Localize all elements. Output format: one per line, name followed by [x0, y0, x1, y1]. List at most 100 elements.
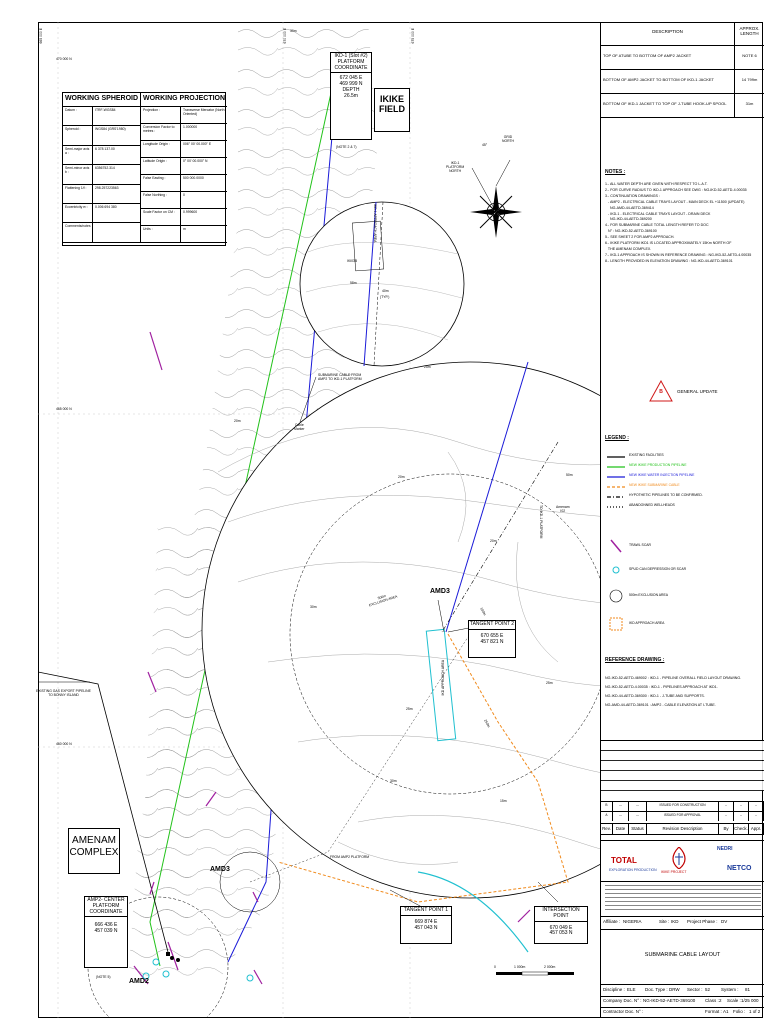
spheroid-row-label: Spheroid : [63, 126, 93, 146]
legend-symbol-label: IKD APPROACH AREA [629, 621, 665, 625]
revision-header-cell: Revision Description [647, 823, 719, 835]
submarine-cable-ikd1-label: SUBMARINE CABLE FROM AMP2 TO IKD-1 PLATF… [318, 373, 362, 381]
projection-row-label: False Northing : [141, 192, 181, 209]
trawl-scar-icon [610, 539, 622, 553]
ikd1-coordinate-box: IKD-1 (Slot #2) PLATFORM COORDINATE 672 … [330, 52, 372, 140]
existing-export-pipeline [38, 671, 169, 953]
northing-label-1: 470 000 N [56, 57, 72, 61]
revision-header-cell: By [719, 823, 734, 835]
amenam-complex-marks [166, 952, 180, 962]
system-value: 81 [745, 987, 751, 992]
class-label: Class : [705, 998, 719, 1003]
reference-item: NG-IKD-52-AETD-4.00035 : IKD-1 - PIPELIN… [605, 685, 718, 689]
revision-cell: -- [749, 811, 764, 821]
reference-item: NG-IKD-52-AETD-469002 : IKD-1 - PIPELINE… [605, 676, 742, 680]
legend-symbol-label: TRAWL SCAR [629, 543, 651, 547]
copyright-text [605, 882, 761, 912]
revision-cell: --- [613, 801, 629, 811]
amd3-detail-label: AMD3 [430, 588, 450, 595]
amd3-main-label: AMD3 [210, 866, 230, 873]
scale-label: Scale : [727, 998, 741, 1003]
spheroid-row-value [93, 223, 141, 243]
legend-line-swatch [607, 506, 625, 508]
length-row-desc: BOTTOM OF AMP2 JACKET TO BOTTOM OF IKD-1… [601, 70, 735, 94]
amp2-easting: 666 436 E [94, 922, 118, 929]
legend-line-swatch [607, 486, 625, 488]
reference-item: NG-AMD-44-AETD-369101 : AMP2 - CABLE ELE… [605, 703, 716, 707]
easting-label-3: 675 000 E [411, 28, 415, 44]
tangent-point-1-box: TANGENT POINT 1 669 874 E 457 043 N [400, 906, 452, 944]
spud-can-icon [612, 566, 620, 574]
format-label: Format : [705, 1009, 722, 1014]
note-item: 3.- CONTINUATION DRAWINGS : [605, 193, 660, 198]
depth-label: 20m [398, 475, 405, 479]
spheroid-row-label: Flattening 1/f : [63, 184, 93, 204]
revision-cell: -- [719, 811, 734, 821]
projection-row-label: False Easting : [141, 175, 181, 192]
amenam-complex-label: AMENAM COMPLEX [68, 828, 120, 874]
site-label: Site : [659, 919, 670, 924]
revision-cell: A [601, 811, 613, 821]
revision-header-cell: Status [629, 823, 647, 835]
revision-header-cell: Date [613, 823, 629, 835]
contractor-doc-label: Contractor Doc. N° : [603, 1009, 644, 1014]
tp2-northing: 457 821 N [480, 638, 504, 645]
approach-area-icon [609, 617, 623, 631]
revision-cell: ISSUED FOR CONSTRUCTION [647, 801, 719, 811]
spheroid-row-value: 0.006 694 380 [93, 204, 141, 224]
document-title: SUBMARINE CABLE LAYOUT [644, 952, 721, 958]
legend-line-label: HYPOTHETIC PIPELINES TO BE CONFIRMED. [629, 493, 703, 497]
depth-label: 25m [424, 365, 431, 369]
folio-value: 1 of 2 [749, 1009, 761, 1014]
total-subtitle: EXPLORATION PRODUCTION [609, 868, 657, 872]
note-item: N° : NG-IKD-52-AETD-369100 [605, 229, 657, 234]
scale-tick-0: 0 [494, 965, 496, 969]
inset-dim-typ: (TYP.) [380, 295, 390, 299]
discipline-label: Discipline : [603, 987, 625, 992]
northing-label-3: 460 000 N [56, 742, 72, 746]
notes-list: 1.- ALL WATER DEPTH ARE GIVEN WITH RESPE… [605, 182, 763, 265]
northing-label-2: 465 000 N [56, 407, 72, 411]
projection-row-value: m [181, 226, 227, 243]
detail-submarine-cable [277, 633, 569, 903]
affiliate-row: Affiliate : NIGERIA Site : IKD Project P… [601, 916, 764, 930]
legend-line-label: NEW IKIKE PRODUCTION PIPELINE [629, 463, 687, 467]
logos-row: TOTAL EXPLORATION PRODUCTION IKIKE PROJE… [601, 840, 764, 882]
note-item: 4.- FOR SUBMARINE CABLE TOTAL LENGTH REF… [605, 223, 709, 228]
detail-contours [217, 427, 600, 865]
to-ikd1-label: TO IKD-1 PLATFORM [538, 505, 543, 539]
projection-row-label: Latitude Origin : [141, 158, 181, 175]
drawing-frame [38, 22, 763, 1018]
reference-item: NG-IKD-44-AETD-369300 : IKD-1 - J-TUBE A… [605, 694, 705, 698]
depth-label: 30m [310, 605, 317, 609]
note-item: 2.- FOR CURVE RADIUS TO IKD-1 APPROACH S… [605, 187, 747, 192]
projection-row-value: Transverse Mercator (North Oriented) [181, 107, 227, 124]
projection-row-value: 500 000.0000 [181, 175, 227, 192]
exclusion-area-icon [609, 589, 623, 603]
exclusion-circle-amd3 [219, 851, 281, 913]
tp1-title: TANGENT POINT 1 [401, 907, 451, 916]
note-item: - AMP2 - ELECTRICAL CABLE TRAYS LAYOUT -… [605, 199, 745, 204]
general-update-label: GENERAL UPDATE [677, 389, 718, 394]
amp2-title: AMP2- CENTER PLATFORM COORDINATE [85, 897, 127, 918]
depth-label: 30m [290, 29, 297, 33]
legend-line-swatch [607, 456, 625, 458]
spheroid-row-value: 298.257223563 [93, 184, 141, 204]
north-letter: N [492, 206, 499, 216]
doctype-label: Doc. Type : [645, 987, 668, 992]
netco-logo: NETCO [727, 865, 752, 872]
spheroid-row-value: 6 378 137.00 [93, 145, 141, 166]
spheroid-row-label: Datum : [63, 107, 93, 127]
note-item: 6.- IKIKE PLATFORM IKD1 IS LOCATED APPRO… [605, 241, 732, 246]
dim-50m-label: 50m [566, 473, 573, 477]
note-item: 7.- IKD-1 APPROACH IS SHOWN IN REFERENCE… [605, 252, 752, 257]
project-phase-value: DV [721, 919, 728, 924]
ikd1-title: IKD-1 (Slot #2) PLATFORM COORDINATE [331, 53, 371, 74]
spheroid-row-value: ITRF-WGS84 [93, 107, 141, 127]
revision-cell: ISSUED FOR APPROVAL [647, 811, 719, 821]
projection-row-value: 0 [181, 192, 227, 209]
length-row-len: NOTE 6 [735, 46, 764, 70]
ikike-project-label: IKIKE PROJECT [661, 870, 687, 874]
inset-dim-58: 58m [350, 281, 357, 285]
projection-row-value: 006° 00' 00.000" E [181, 141, 227, 158]
